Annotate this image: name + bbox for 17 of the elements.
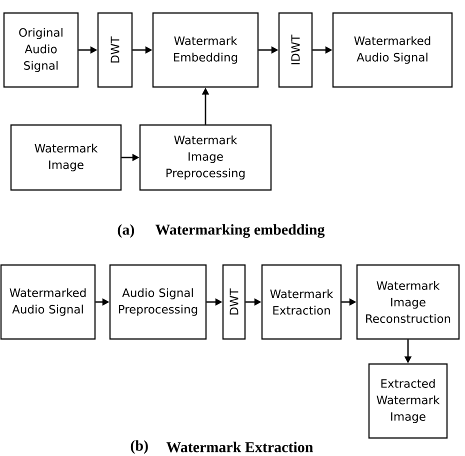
process-box: Watermarked Audio Signal xyxy=(0,264,96,340)
process-box: Audio Signal Preprocessing xyxy=(109,264,207,340)
process-box: Original Audio Signal xyxy=(3,12,79,88)
process-box: Watermark Extraction xyxy=(261,264,342,340)
process-box: Watermarked Audio Signal xyxy=(332,12,453,88)
caption: Watermarking embedding xyxy=(155,224,325,238)
process-box: DWT xyxy=(97,12,133,88)
process-box: IDWT xyxy=(278,12,313,88)
caption: Watermark Extraction xyxy=(166,442,314,452)
process-box: Watermark Image Preprocessing xyxy=(139,124,272,191)
process-box: Watermark Image Reconstruction xyxy=(356,264,460,340)
caption: (b) xyxy=(130,440,148,454)
process-box: Extracted Watermark Image xyxy=(368,363,448,439)
process-box: DWT xyxy=(222,264,246,340)
caption: (a) xyxy=(118,224,134,238)
process-box: Watermark Image xyxy=(10,124,122,191)
process-box: Watermark Embedding xyxy=(152,12,259,88)
